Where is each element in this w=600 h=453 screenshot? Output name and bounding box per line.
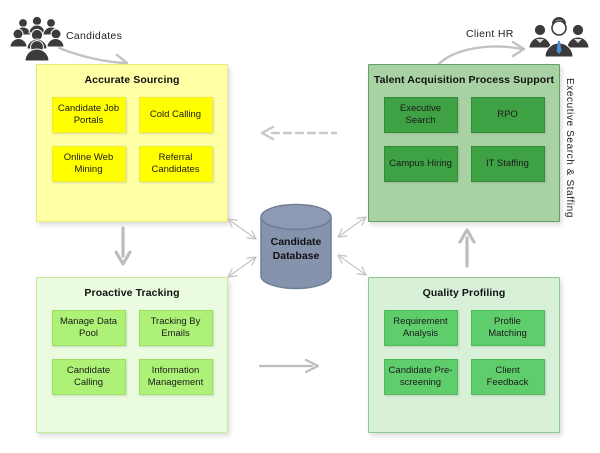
arrow-tracking-to-quality <box>258 358 324 374</box>
side-vertical-label: Executive Search & Staffing <box>564 78 575 218</box>
panel-grid: Candidate Job Portals Cold Calling Onlin… <box>37 97 227 182</box>
panel-grid: Executive Search RPO Campus Hiring IT St… <box>369 97 559 182</box>
panel-proactive-tracking: Proactive Tracking Manage Data Pool Trac… <box>36 277 228 433</box>
panel-quality-profiling: Quality Profiling Requirement Analysis P… <box>368 277 560 433</box>
arrow-dashed-talent-to-sourcing <box>258 125 338 141</box>
item-candidate-pre-screening: Candidate Pre-screening <box>383 359 458 395</box>
panel-grid: Manage Data Pool Tracking By Emails Cand… <box>37 310 227 395</box>
db-arrow-top-right <box>332 212 372 242</box>
panel-grid: Requirement Analysis Profile Matching Ca… <box>369 310 559 395</box>
panel-talent-acquisition: Talent Acquisition Process Support Execu… <box>368 64 560 222</box>
item-tracking-by-emails: Tracking By Emails <box>138 310 213 346</box>
client-hr-label: Client HR <box>466 28 514 40</box>
candidate-database-label: Candidate Database <box>270 236 322 263</box>
item-profile-matching: Profile Matching <box>470 310 545 346</box>
item-client-feedback: Client Feedback <box>470 359 545 395</box>
candidates-label: Candidates <box>66 30 123 42</box>
panel-accurate-sourcing: Accurate Sourcing Candidate Job Portals … <box>36 64 228 222</box>
panel-title: Talent Acquisition Process Support <box>373 74 555 86</box>
item-referral-candidates: Referral Candidates <box>138 146 213 182</box>
item-rpo: RPO <box>470 97 545 133</box>
item-candidate-job-portals: Candidate Job Portals <box>51 97 126 133</box>
item-campus-hiring: Campus Hiring <box>383 146 458 182</box>
candidate-database-cylinder: Candidate Database <box>256 201 336 293</box>
candidates-crowd-icon <box>10 13 64 61</box>
item-it-staffing: IT Staffing <box>470 146 545 182</box>
item-candidate-calling: Candidate Calling <box>51 359 126 395</box>
client-hr-icon <box>527 17 591 61</box>
panel-title: Proactive Tracking <box>84 287 180 299</box>
item-information-management: Information Management <box>138 359 213 395</box>
item-online-web-mining: Online Web Mining <box>51 146 126 182</box>
item-manage-data-pool: Manage Data Pool <box>51 310 126 346</box>
panel-title: Accurate Sourcing <box>84 74 180 86</box>
item-cold-calling: Cold Calling <box>138 97 213 133</box>
db-arrow-top-left <box>222 214 262 244</box>
item-requirement-analysis: Requirement Analysis <box>383 310 458 346</box>
item-executive-search: Executive Search <box>383 97 458 133</box>
db-arrow-bottom-right <box>332 250 372 280</box>
db-arrow-bottom-left <box>222 252 262 282</box>
arrow-sourcing-to-tracking <box>113 226 133 268</box>
panel-title: Quality Profiling <box>422 287 506 299</box>
arrow-quality-to-talent <box>457 226 477 268</box>
